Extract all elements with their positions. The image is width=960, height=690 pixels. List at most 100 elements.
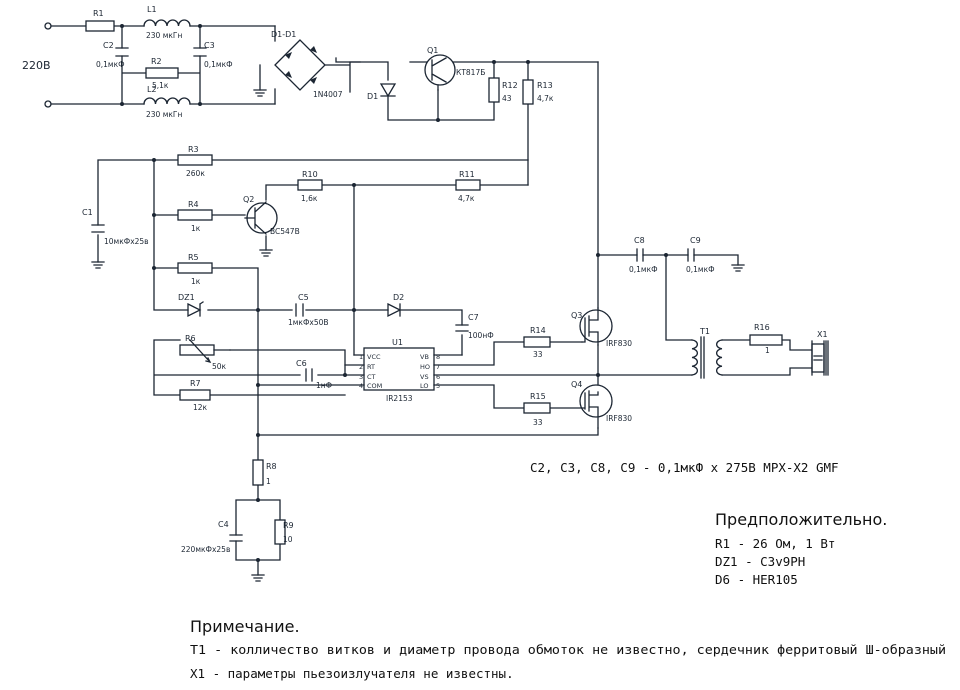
input-filter: 220В R1 L1 230 мкГн L2 230 мкГн C2 0,1мк…: [22, 5, 276, 119]
c7-value: 100нФ: [468, 331, 494, 340]
l2-value: 230 мкГн: [146, 110, 182, 119]
resistor-r11: [455, 179, 481, 191]
resistor-r9: [274, 519, 286, 545]
capacitor-c2: [115, 47, 129, 57]
timing-network: R6 50к R7 12к C6 1нФ: [153, 334, 347, 412]
assumed-title: Предположительно.: [715, 510, 887, 529]
q1-value: КТ817Б: [456, 68, 485, 77]
capacitor-c9: [687, 248, 695, 262]
c9-value: 0,1мкФ: [686, 265, 715, 274]
r1-label: R1: [93, 9, 104, 18]
r10-value: 1,6к: [301, 194, 318, 203]
bridge-rectifier: D1-D1 1N4007: [253, 25, 361, 105]
c3-label: C3: [204, 41, 215, 50]
l2-label: L2: [147, 85, 157, 94]
note-line-x1: X1 - параметры пьезоизлучателя не извест…: [190, 666, 514, 681]
r3-value: 260к: [186, 169, 205, 178]
r14-label: R14: [530, 326, 546, 335]
q4-label: Q4: [571, 380, 582, 389]
q3-value: IRF830: [606, 339, 632, 348]
r12-value: 43: [502, 94, 512, 103]
input-terminal-bottom: [44, 100, 52, 108]
pin-vb: VB: [420, 353, 429, 361]
low-supply: R8 1 C4 220мкФх25в R9 10: [181, 434, 294, 582]
assumed-line-r1: R1 - 26 Ом, 1 Вт: [715, 536, 835, 551]
ground-c9: [731, 264, 745, 272]
potentiometer-r6: [179, 344, 215, 356]
c1-label: C1: [82, 208, 93, 217]
ground-q2: [259, 249, 273, 257]
resistor-r7: [179, 389, 211, 401]
pin-4: 4: [359, 382, 363, 390]
control-network: R3 260к C1 10мкФх25в R10 1,6к R11 4,7к R…: [82, 145, 529, 436]
r4-label: R4: [188, 200, 199, 209]
r14-value: 33: [533, 350, 543, 359]
r15-value: 33: [533, 418, 543, 427]
resistor-r12: [488, 77, 500, 103]
r11-value: 4,7к: [458, 194, 475, 203]
resistor-r15: [523, 402, 551, 414]
pin-5: 5: [436, 382, 440, 390]
c4-value: 220мкФх25в: [181, 545, 230, 554]
pin-vs: VS: [420, 373, 429, 381]
c8-value: 0,1мкФ: [629, 265, 658, 274]
x1-label: X1: [817, 330, 828, 339]
transformer-core: [700, 336, 705, 379]
pin-ct: CT: [367, 373, 376, 381]
ic-u1: [363, 347, 435, 391]
resistor-r1: [85, 20, 115, 32]
resistor-r8: [252, 459, 264, 486]
assumed-line-dz1: DZ1 - C3v9PH: [715, 554, 805, 569]
resistor-r16: [749, 334, 783, 346]
led-label: D1: [367, 92, 378, 101]
ground-main: [251, 574, 265, 582]
resistor-r3: [177, 154, 213, 166]
pin-rt: RT: [367, 363, 375, 371]
r15-label: R15: [530, 392, 546, 401]
r2-label: R2: [151, 57, 162, 66]
pin-2: 2: [359, 363, 363, 371]
bridge-diamond: [274, 39, 326, 91]
resistor-r14: [523, 336, 551, 348]
pin-ho: HO: [420, 363, 430, 371]
r3-label: R3: [188, 145, 199, 154]
c4-label: C4: [218, 520, 229, 529]
d2-label: D2: [393, 293, 404, 302]
resistor-r2: [145, 67, 179, 79]
q3-label: Q3: [571, 311, 582, 320]
capacitor-c4: [229, 534, 243, 542]
q2-value: BC547B: [270, 227, 300, 236]
r7-label: R7: [190, 379, 201, 388]
inductor-l2: [143, 97, 191, 105]
resistor-r10: [297, 179, 323, 191]
c1-value: 10мкФх25в: [104, 237, 149, 246]
r2-value: 5,1к: [152, 81, 169, 90]
pin-lo: LO: [420, 382, 429, 390]
mosfet-q4: [579, 384, 613, 418]
bridge-label: D1-D1: [271, 30, 296, 39]
regulator-q1: Q1 КТ817Б D1 R12 43 R13 4,7к: [349, 46, 599, 186]
r9-value: 10: [283, 535, 293, 544]
r5-label: R5: [188, 253, 199, 262]
note-line-t1: Т1 - колличество витков и диаметр провод…: [190, 642, 946, 657]
c6-value: 1нФ: [316, 381, 333, 390]
inductor-l1: [143, 19, 191, 27]
q4-value: IRF830: [606, 414, 632, 423]
pin-8: 8: [436, 353, 440, 361]
c7-label: C7: [468, 313, 479, 322]
capacitor-spec-note: C2, C3, C8, C9 - 0,1мкФ х 275В MPX-X2 GM…: [530, 460, 839, 475]
q1-label: Q1: [427, 46, 438, 55]
diode-d2: [387, 302, 402, 318]
r16-value: 1: [765, 346, 770, 355]
r11-label: R11: [459, 170, 475, 179]
capacitor-c8: [636, 248, 644, 262]
c5-value: 1мкФх50В: [288, 318, 329, 327]
l1-label: L1: [147, 5, 157, 14]
output-stage: C8 0,1мкФ C9 0,1мкФ T1 R16 1 X1: [597, 236, 829, 379]
resistor-r13: [522, 79, 534, 105]
transformer-secondary: [716, 339, 723, 376]
bridge-value: 1N4007: [313, 90, 343, 99]
c5-label: C5: [298, 293, 309, 302]
r6-value: 50к: [212, 362, 227, 371]
